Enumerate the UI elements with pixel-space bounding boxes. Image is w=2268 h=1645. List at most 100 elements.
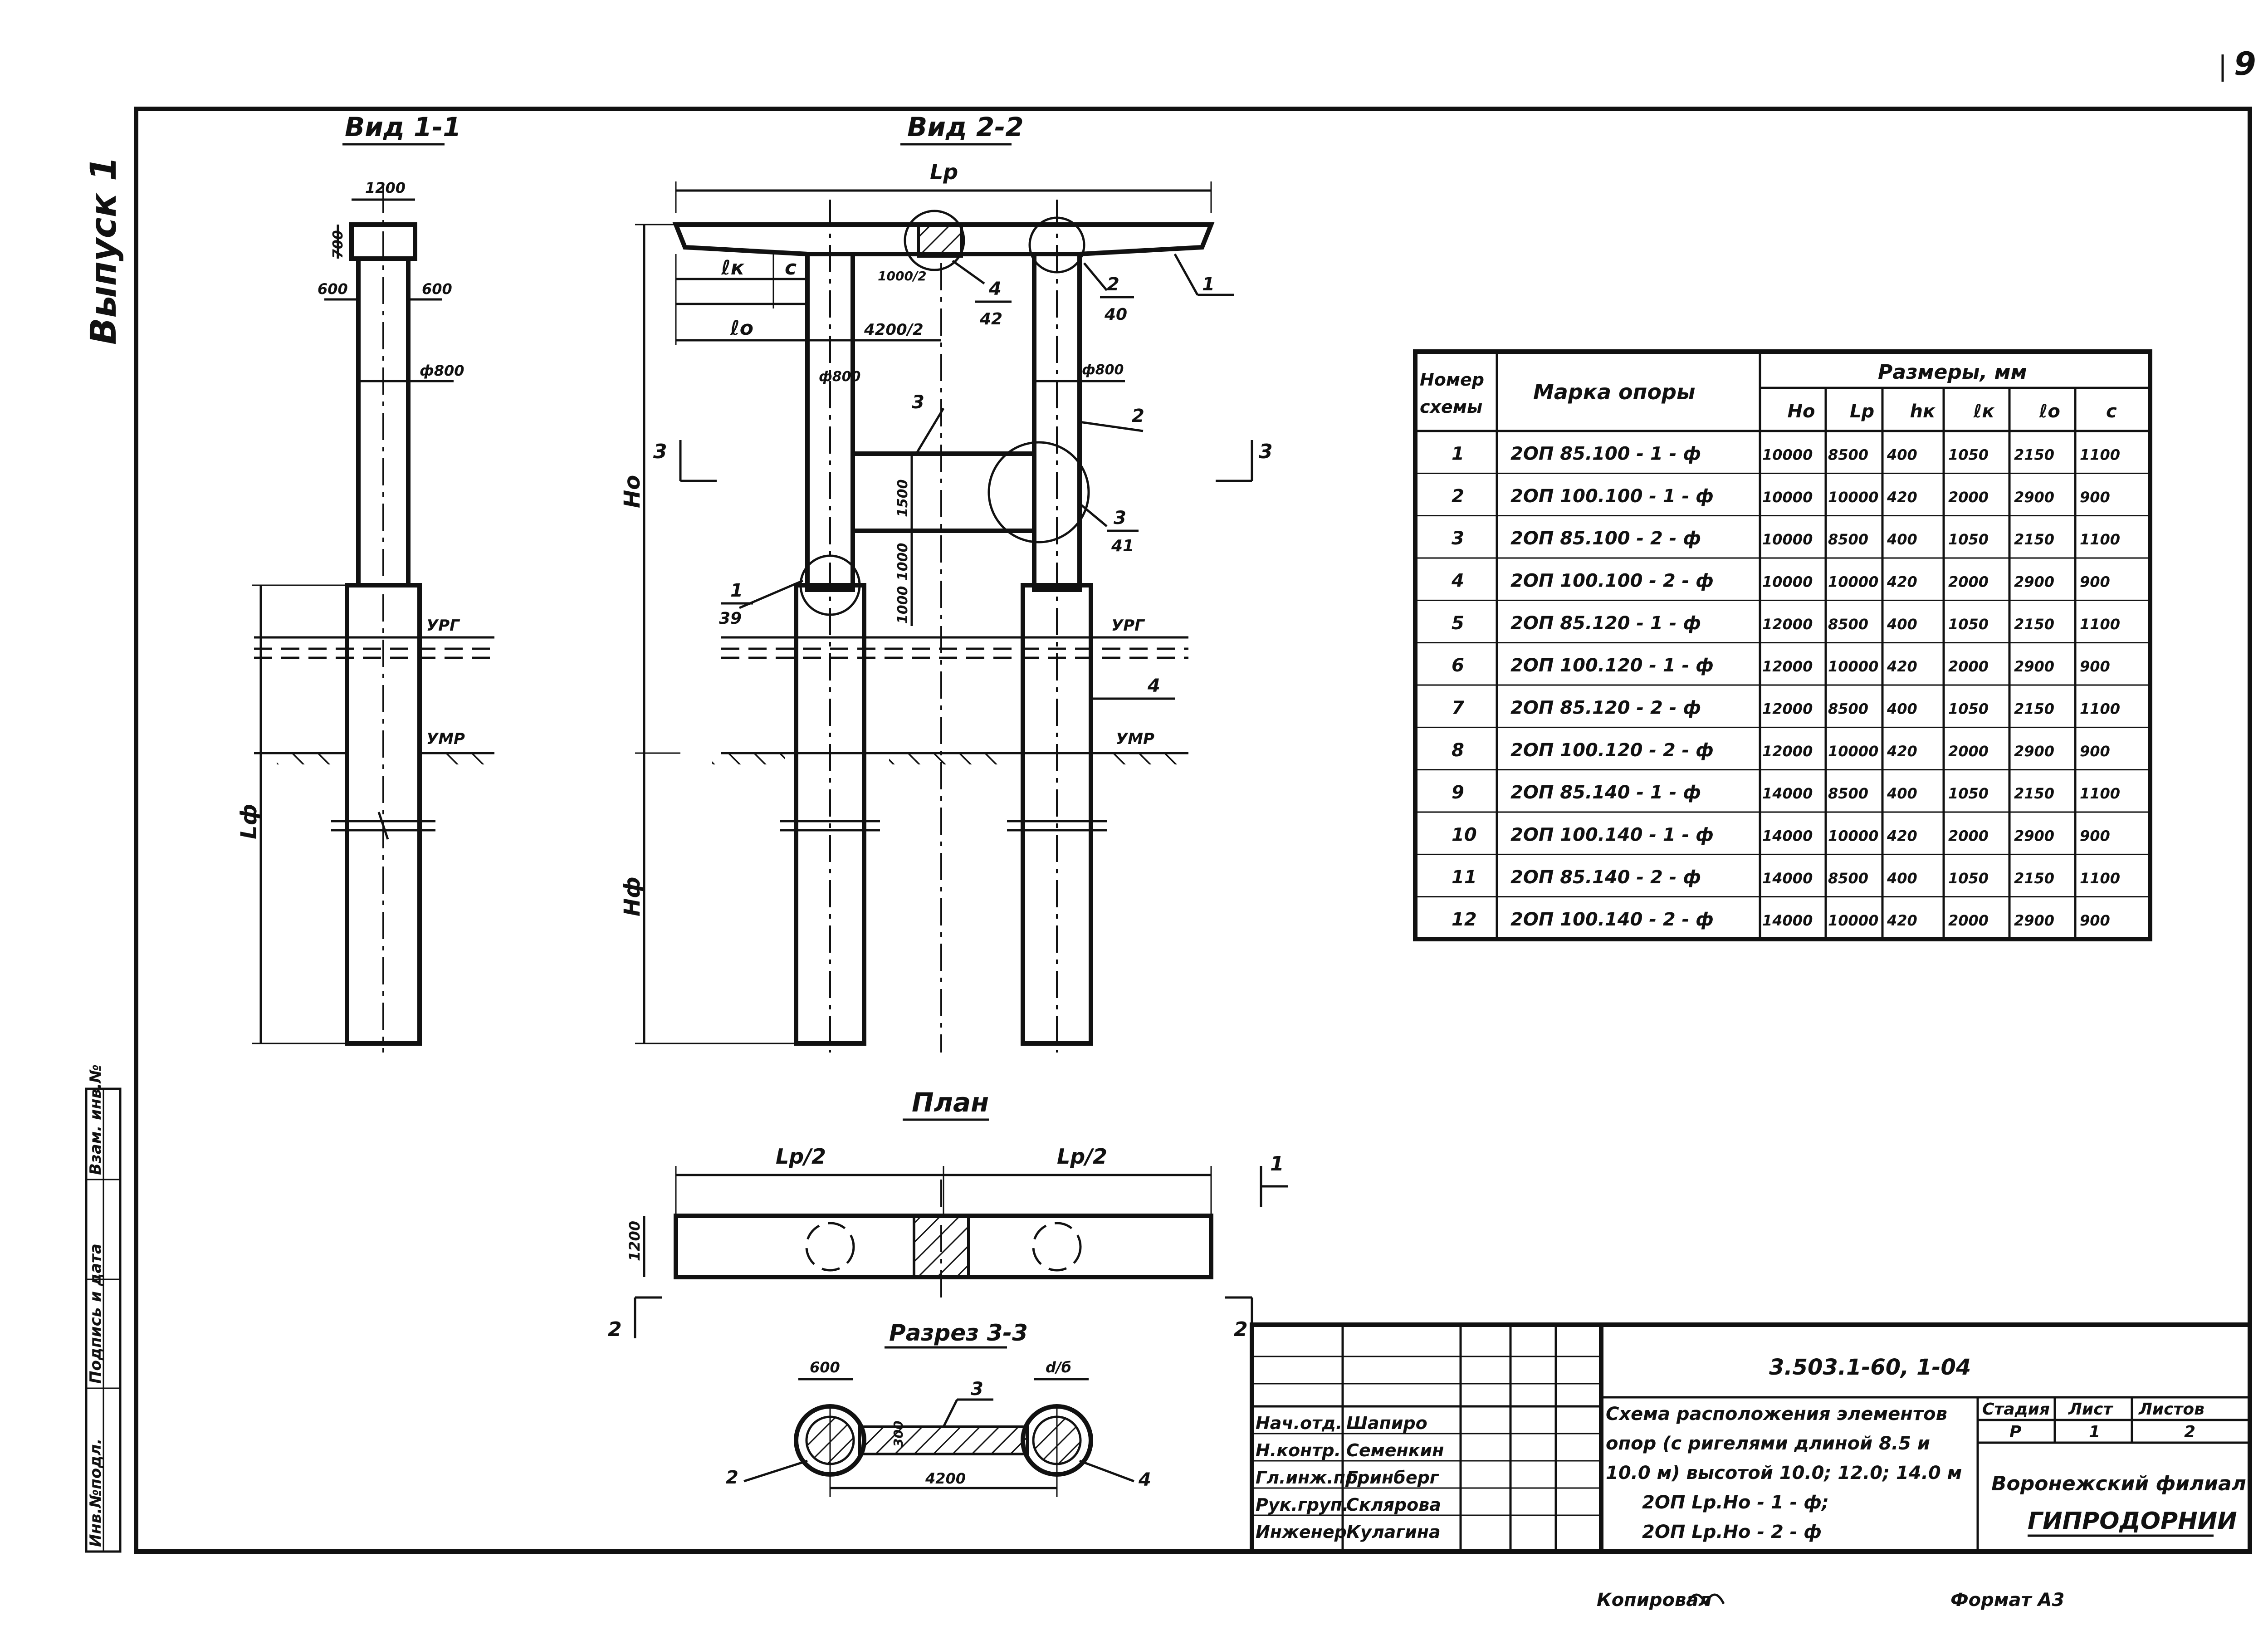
table-cell-mark: 2ОП 100.140 - 1 - ф (1510, 824, 1714, 845)
footer-copied: Копировал (1597, 1590, 1712, 1611)
table-cell-value: 1050 (1948, 870, 1989, 887)
person-role: Н.контр. (1256, 1440, 1341, 1460)
table-cell-value: 400 (1887, 531, 1917, 548)
table-cell-value: 400 (1887, 616, 1917, 633)
view2-dim-1000a: 1000 (895, 543, 911, 581)
plan-half-left: Lр/2 (776, 1144, 826, 1169)
table-cell-value: 10000 (1828, 658, 1878, 675)
table-cell-value: 420 (1887, 658, 1917, 675)
view1-dim-left: 600 (318, 280, 348, 298)
table-header-mark: Марка опоры (1533, 380, 1696, 404)
table-cell-value: 1100 (2080, 870, 2120, 887)
table-cell-value: 900 (2080, 489, 2110, 506)
table-subheader: hк (1910, 401, 1936, 422)
table-cell-mark: 2ОП 85.120 - 1 - ф (1510, 613, 1701, 634)
table-cell-value: 1050 (1948, 616, 1989, 633)
callout-1-num: 1 (730, 580, 743, 601)
view2-level-water: УРГ (1111, 617, 1145, 635)
callout-2-sub: 40 (1104, 305, 1127, 324)
table-cell-value: 420 (1887, 573, 1917, 590)
table-cell-value: 400 (1887, 700, 1917, 717)
view1-level-ground: УМР (426, 730, 465, 748)
title-people: Нач.отд.ШапироН.контр.СеменкинГл.инж.пр.… (1256, 1413, 1444, 1542)
table-cell-value: 10000 (1762, 531, 1813, 548)
view2-dim-diam-left: ф800 (819, 369, 860, 385)
view2-title: Вид 2-2 (907, 112, 1024, 142)
table-cell-mark: 2ОП 100.140 - 2 - ф (1510, 909, 1714, 930)
section-dim-600: 600 (810, 1359, 840, 1376)
table-cell-value: 2000 (1948, 658, 1989, 675)
sheet-label: Лист (2068, 1400, 2113, 1419)
table-cell-value: 420 (1887, 827, 1917, 844)
doc-code: 3.503.1-60, 1-04 (1769, 1355, 1971, 1380)
plan-width: 1200 (626, 1221, 643, 1261)
table-cell-value: 1100 (2080, 785, 2120, 802)
table-cell-num: 3 (1452, 528, 1464, 549)
view1-dim-right: 600 (422, 280, 452, 298)
section-dim-4200: 4200 (925, 1470, 966, 1487)
view1-level-water: УРГ (426, 617, 460, 635)
table-subheader: Lр (1850, 401, 1874, 422)
view2-dim-hk: 1000/2 (878, 269, 927, 284)
table-cell-num: 10 (1452, 824, 1477, 845)
section-dim-d: d/б (1046, 1359, 1071, 1376)
table-cell-value: 2900 (2014, 489, 2054, 506)
table-cell-num: 8 (1452, 740, 1464, 761)
view1-dim-diam: ф800 (420, 362, 464, 379)
page-number: 9 (2234, 45, 2256, 83)
section-label-2: 2 (726, 1467, 738, 1488)
view2-section-right: 3 (1259, 440, 1273, 463)
table-cell-value: 14000 (1762, 785, 1813, 802)
table-cell-value: 2900 (2014, 912, 2054, 929)
table-cell-value: 400 (1887, 870, 1917, 887)
stamp-sign: Подпись и дата (87, 1244, 105, 1384)
view2-dim-half: 4200/2 (864, 321, 924, 339)
person-role: Инженер (1256, 1522, 1347, 1542)
table-cell-value: 1100 (2080, 700, 2120, 717)
view1-dim-width: 1200 (365, 179, 406, 196)
table-cell-value: 1050 (1948, 531, 1989, 548)
stage-value: Р (2009, 1423, 2021, 1441)
view2-section-left: 3 (653, 440, 667, 463)
drawing-frame: 9 Выпуск 1 (83, 45, 2256, 1554)
table-cell-num: 7 (1452, 697, 1464, 718)
section-dim-300: 300 (891, 1421, 906, 1447)
view2-dim-c: c (785, 256, 797, 279)
section-3-3: Разрез 3-3 600 d/б 300 4200 3 2 4 (726, 1320, 1151, 1497)
table-cell-value: 2900 (2014, 658, 2054, 675)
view2-dim-hf: Hф (620, 876, 645, 916)
table-cell-mark: 2ОП 100.120 - 1 - ф (1510, 655, 1714, 676)
stage-label: Стадия (1982, 1400, 2050, 1419)
view1-dim-lf: Lф (236, 804, 262, 839)
section-label-3: 3 (971, 1379, 983, 1400)
view2-dim-1000b: 1000 (895, 586, 911, 624)
table-cell-value: 2150 (2014, 785, 2054, 802)
plan-half-right: Lр/2 (1057, 1144, 1107, 1169)
org-line-1: Воронежский филиал (1991, 1472, 2246, 1495)
table-cell-value: 2000 (1948, 573, 1989, 590)
table-cell-num: 4 (1451, 570, 1464, 591)
table-cell-value: 10000 (1828, 827, 1878, 844)
description-line: Схема расположения элементов (1606, 1404, 1947, 1425)
person-name: Кулагина (1346, 1522, 1441, 1542)
table-cell-value: 12000 (1762, 658, 1813, 675)
table-cell-num: 11 (1452, 867, 1477, 888)
table-cell-value: 900 (2080, 912, 2110, 929)
plan-title: План (912, 1087, 989, 1118)
table-cell-value: 8500 (1828, 870, 1868, 887)
callout-3-sub: 41 (1111, 537, 1134, 555)
plan-view: План Lр/2 Lр/2 1200 1 2 2 (608, 1087, 1288, 1341)
table-cell-value: 12000 (1762, 700, 1813, 717)
title-block: 3.503.1-60, 1-04 Нач.отд.ШапироН.контр.С… (1250, 1322, 2252, 1554)
callout-1-sub: 39 (719, 609, 742, 628)
table-cell-value: 1100 (2080, 531, 2120, 548)
table-cell-num: 6 (1452, 655, 1464, 676)
item-3-label: 3 (912, 392, 924, 413)
table-header-dims: Размеры, мм (1878, 361, 2027, 384)
view-2-2: Вид 2-2 Lр ℓк c ℓо 4 (620, 112, 1273, 1053)
callout-3-num: 3 (1114, 508, 1126, 529)
table-cell-value: 2900 (2014, 827, 2054, 844)
